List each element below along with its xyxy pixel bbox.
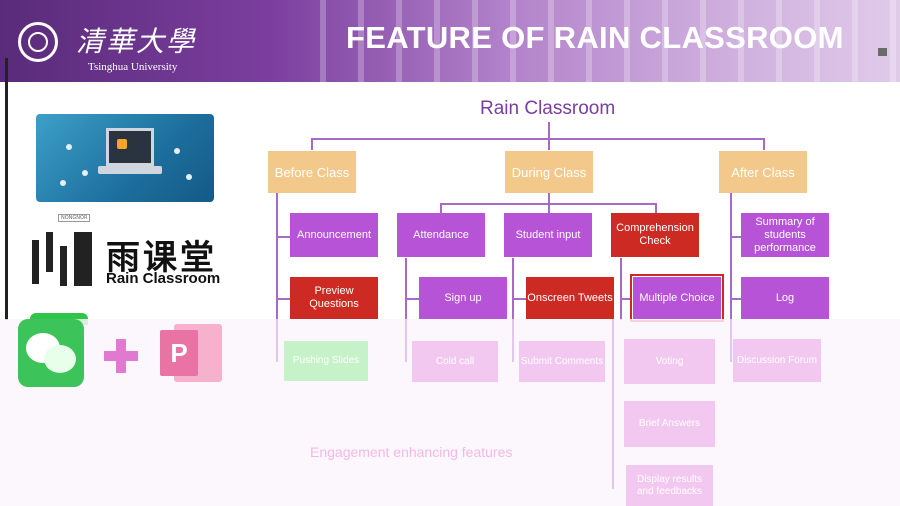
logo-chinese: 清華大學 — [76, 25, 197, 58]
box-display-results: Display results and feedbacks — [626, 465, 713, 506]
connector-line — [548, 122, 550, 140]
rain-bars-icon — [32, 232, 96, 286]
rain-logo-english: Rain Classroom — [106, 270, 221, 287]
connector-line — [276, 236, 291, 238]
connector-line — [405, 258, 407, 320]
connector-line — [276, 319, 278, 362]
tsinghua-seal-icon — [18, 22, 58, 62]
person-figure — [174, 148, 180, 154]
plus-icon — [104, 339, 138, 373]
box-submit-comments: Submit Comments — [519, 341, 605, 382]
left-divider — [5, 58, 8, 320]
connector-line — [620, 298, 632, 300]
box-voting: Voting — [624, 339, 715, 384]
connector-line — [763, 138, 765, 150]
box-comprehension-check: Comprehension Check — [611, 213, 699, 257]
person-figure — [186, 174, 192, 180]
powerpoint-icon: P — [160, 322, 224, 384]
title-marker — [878, 48, 887, 56]
connector-line — [311, 138, 765, 140]
connector-line — [405, 319, 407, 362]
connector-line — [548, 203, 550, 213]
box-discussion-forum: Discussion Forum — [733, 339, 821, 382]
connector-line — [730, 319, 732, 362]
engagement-caption: Engagement enhancing features — [310, 444, 513, 460]
box-brief-answers: Brief Answers — [624, 401, 715, 447]
box-cold-call: Cold call — [412, 341, 498, 382]
connector-line — [730, 193, 732, 319]
rain-classroom-logo: NONGNOR 雨课堂 Rain Classroom — [22, 212, 228, 304]
logo-tag: NONGNOR — [58, 214, 91, 222]
page-title: FEATURE OF RAIN CLASSROOM — [346, 20, 844, 55]
phase-during-class: During Class — [505, 151, 593, 193]
connector-line — [276, 298, 291, 300]
person-figure — [82, 170, 88, 176]
connector-line — [548, 193, 550, 203]
person-figure — [60, 180, 66, 186]
connector-line — [548, 138, 550, 150]
box-onscreen-tweets: Onscreen Tweets — [526, 277, 614, 319]
box-multiple-choice: Multiple Choice — [630, 274, 724, 322]
laptop-illustration — [36, 114, 214, 202]
laptop-screen — [106, 128, 154, 166]
header-banner: 清華大學 Tsinghua University FEATURE OF RAIN… — [0, 0, 900, 82]
connector-line — [311, 138, 313, 150]
box-preview-questions: Preview Questions — [290, 277, 378, 319]
box-log: Log — [741, 277, 829, 319]
connector-line — [655, 203, 657, 213]
box-summary-performance: Summary of students performance — [741, 213, 829, 257]
wechat-icon — [18, 319, 84, 387]
box-pushing-slides: Pushing Slides — [284, 341, 368, 381]
box-student-input: Student input — [504, 213, 592, 257]
person-figure — [66, 144, 72, 150]
connector-line — [405, 298, 420, 300]
box-announcement: Announcement — [290, 213, 378, 257]
phase-after-class: After Class — [719, 151, 807, 193]
logo-english: Tsinghua University — [88, 61, 178, 73]
laptop-base — [98, 166, 162, 174]
connector-line — [512, 298, 527, 300]
diagram-title: Rain Classroom — [480, 98, 616, 119]
connector-line — [512, 258, 514, 320]
building-background — [320, 0, 900, 82]
connector-line — [730, 298, 741, 300]
phase-before-class: Before Class — [268, 151, 356, 193]
connector-line — [512, 319, 514, 362]
box-sign-up: Sign up — [419, 277, 507, 319]
rain-logo-chinese: 雨课堂 — [106, 238, 217, 278]
connector-line — [276, 193, 278, 319]
connector-line — [440, 203, 442, 213]
connector-line — [612, 319, 614, 489]
connector-line — [730, 236, 741, 238]
connector-line — [620, 258, 622, 320]
box-attendance: Attendance — [397, 213, 485, 257]
